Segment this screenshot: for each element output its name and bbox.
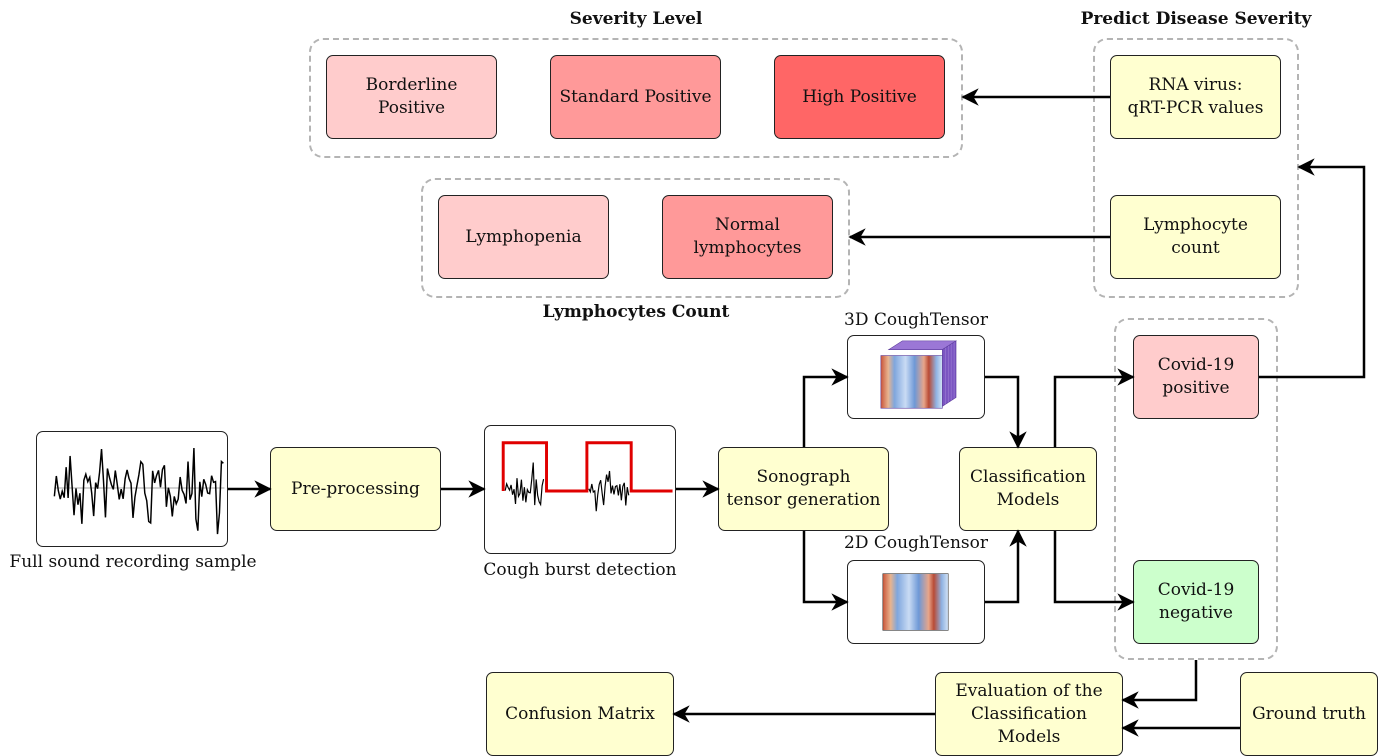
arrow-3d-to-classification bbox=[985, 375, 1027, 449]
cough-burst-caption: Cough burst detection bbox=[483, 560, 677, 580]
standard-positive-box: Standard Positive bbox=[550, 55, 721, 139]
covid-19-positive-box: Covid-19 positive bbox=[1133, 335, 1259, 419]
arrow-sonograph-to-3d bbox=[802, 368, 849, 447]
severity-level-heading: Severity Level bbox=[569, 9, 703, 29]
covid-19-negative-box: Covid-19 negative bbox=[1133, 560, 1259, 644]
confusion-matrix-box: Confusion Matrix bbox=[486, 672, 674, 756]
high-positive-box: High Positive bbox=[774, 55, 945, 139]
arrow-outputs-to-evaluation bbox=[1121, 660, 1198, 709]
normal-lymphocytes-box: Normal lymphocytes bbox=[662, 195, 833, 279]
cough-tensor-3d-image bbox=[847, 335, 985, 419]
pre-processing-box: Pre-processing bbox=[270, 447, 441, 531]
sonograph-tensor-generation-box: Sonograph tensor generation bbox=[718, 447, 889, 531]
classification-models-box: Classification Models bbox=[959, 447, 1097, 531]
predict-disease-severity-heading: Predict Disease Severity bbox=[1080, 9, 1312, 29]
borderline-positive-box: Borderline Positive bbox=[326, 55, 497, 139]
prediction-output-group bbox=[1114, 318, 1278, 660]
rna-virus-qrt-pcr-box: RNA virus: qRT-PCR values bbox=[1110, 55, 1281, 139]
evaluation-of-classification-models-box: Evaluation of the Classification Models bbox=[935, 672, 1123, 756]
lymphocyte-count-box: Lymphocyte count bbox=[1110, 195, 1281, 279]
tensor-2d-caption: 2D CoughTensor bbox=[844, 533, 988, 553]
lymphopenia-box: Lymphopenia bbox=[438, 195, 609, 279]
cough-tensor-2d-image bbox=[847, 560, 985, 644]
tensor-3d-caption: 3D CoughTensor bbox=[844, 310, 988, 330]
full-sound-caption: Full sound recording sample bbox=[9, 552, 257, 572]
ground-truth-box: Ground truth bbox=[1240, 672, 1378, 756]
lymphocytes-count-heading: Lymphocytes Count bbox=[542, 302, 730, 322]
full-sound-waveform bbox=[36, 431, 228, 547]
burst-marker bbox=[501, 441, 673, 493]
cough-burst-detection-image bbox=[484, 425, 676, 554]
